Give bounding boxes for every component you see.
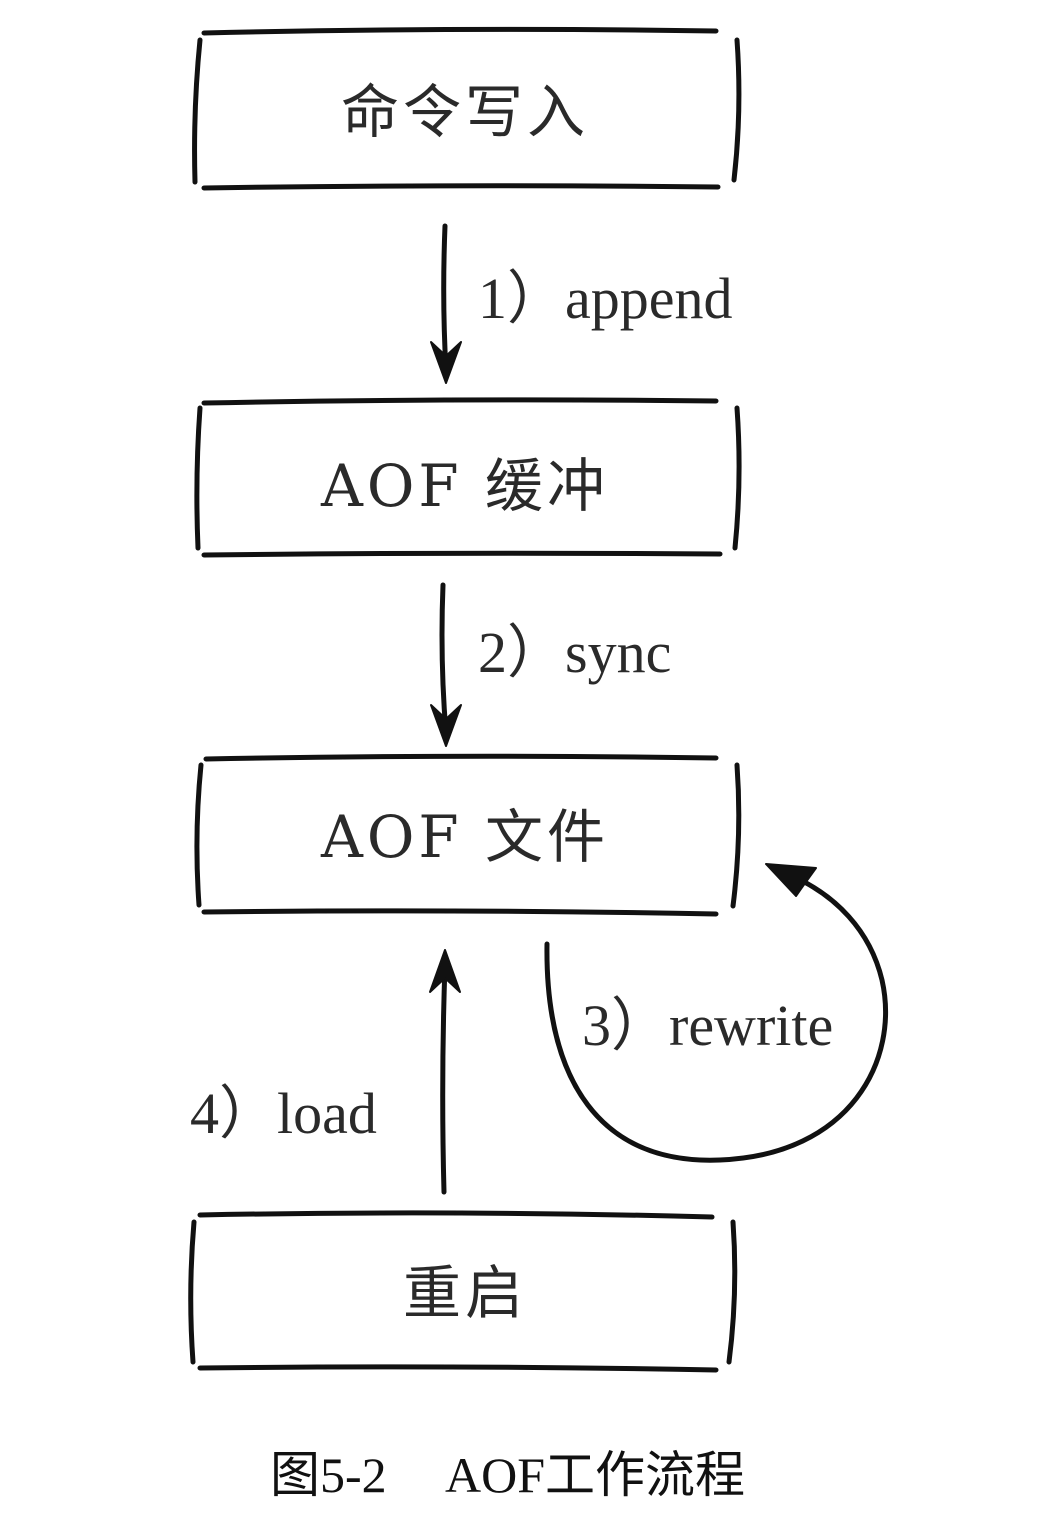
node-command-write-label: 命令写入: [341, 78, 589, 146]
edge-sync-label: 2）sync: [478, 620, 671, 685]
node-aof-file: AOF 文件: [194, 753, 742, 917]
node-restart-label: 重启: [403, 1259, 527, 1327]
edge-sync: 2）sync: [430, 582, 671, 747]
edge-sync-arrowhead: [430, 704, 462, 747]
node-command-write: 命令写入: [192, 26, 742, 191]
edge-rewrite: 3）rewrite: [544, 863, 888, 1163]
figure-number: 图5-2: [270, 1447, 387, 1503]
edge-append: 1）append: [430, 223, 733, 384]
figure-title: AOF工作流程: [445, 1447, 745, 1503]
edge-load-arrowhead: [429, 949, 461, 993]
edge-append-arrowhead: [430, 341, 462, 384]
node-aof-buffer-label: AOF 缓冲: [320, 452, 609, 520]
edge-load: 4）load: [190, 949, 461, 1195]
figure-caption: 图5-2 AOF工作流程: [270, 1447, 745, 1503]
node-aof-file-label: AOF 文件: [320, 803, 609, 871]
node-aof-buffer: AOF 缓冲: [194, 397, 742, 558]
edge-rewrite-arrowhead: [765, 863, 817, 897]
node-restart: 重启: [188, 1210, 738, 1373]
edge-rewrite-label: 3）rewrite: [582, 993, 833, 1058]
edge-load-label: 4）load: [190, 1081, 377, 1146]
edge-append-label: 1）append: [478, 266, 733, 331]
